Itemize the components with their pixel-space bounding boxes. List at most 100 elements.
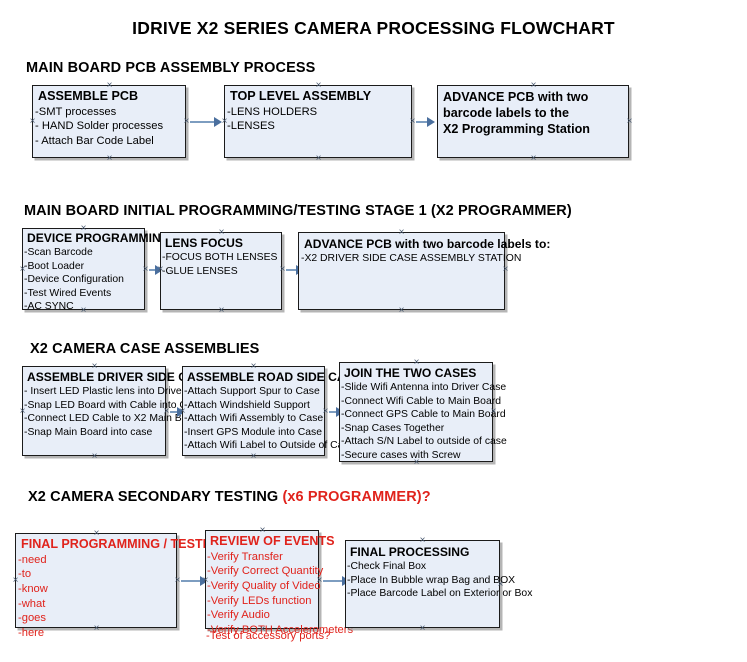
box-title: TOP LEVEL ASSEMBLY <box>230 89 372 103</box>
connection-handle[interactable] <box>249 362 258 371</box>
box-line: -Snap LED Board with Cable into Case <box>24 399 204 411</box>
connection-handle[interactable] <box>90 362 99 371</box>
box-line: -Verify Quality of Video <box>207 579 321 592</box>
box-advance-pcb-programming-station[interactable]: ADVANCE PCB with two barcode labels to t… <box>437 85 629 158</box>
box-line: -AC SYNC <box>24 301 74 313</box>
connection-handle[interactable] <box>489 407 498 416</box>
section-heading-main-board-pcb-assembly: MAIN BOARD PCB ASSEMBLY PROCESS <box>26 60 316 76</box>
connection-handle[interactable] <box>625 117 634 126</box>
connection-handle[interactable] <box>412 458 421 467</box>
connection-handle[interactable] <box>156 265 165 274</box>
box-line: -Check Final Box <box>347 561 427 573</box>
section-heading-x2-camera-case-assemblies: X2 CAMERA CASE ASSEMBLIES <box>30 341 260 357</box>
box-title: JOIN THE TWO CASES <box>344 366 477 380</box>
box-line: -Slide Wifi Antenna into Driver Case <box>341 382 507 394</box>
box-device-programming[interactable]: DEVICE PROGRAMMING -Scan Barcode -Boot L… <box>22 228 171 312</box>
connection-handle[interactable] <box>418 624 427 633</box>
arrow-head-icon <box>214 117 222 127</box>
box-line: -need <box>18 553 47 566</box>
box-line: -GLUE LENSES <box>162 265 238 277</box>
box-line: -what <box>18 597 46 610</box>
box-line: -Connect GPS Cable to Main Board <box>341 409 506 421</box>
connection-handle[interactable] <box>397 228 406 237</box>
box-line: -Verify Correct Quantity <box>207 565 324 578</box>
box-line: -LENS HOLDERS <box>227 105 318 118</box>
box-line: - Insert LED Plastic lens into Driver Ca… <box>24 386 213 398</box>
box-line: - Attach Bar Code Label <box>35 134 154 147</box>
connector-arrow[interactable] <box>286 269 299 271</box>
box-line: -Attach Support Spur to Case <box>184 386 320 398</box>
connection-handle[interactable] <box>314 154 323 163</box>
connector-arrow[interactable] <box>416 121 429 123</box>
connector-arrow[interactable] <box>170 411 180 413</box>
connection-handle[interactable] <box>18 265 27 274</box>
connector-arrow[interactable] <box>323 580 345 582</box>
box-final-programming-testing[interactable]: FINAL PROGRAMMING / TESTING -need -to -k… <box>15 533 225 639</box>
connection-handle[interactable] <box>18 407 27 416</box>
box-final-processing[interactable]: FINAL PROCESSING -Check Final Box -Place… <box>345 540 532 628</box>
box-title: X2 Programming Station <box>443 121 590 136</box>
connection-handle[interactable] <box>529 81 538 90</box>
connection-handle[interactable] <box>217 306 226 315</box>
box-line: -Attach S/N Label to outside of case <box>341 436 507 448</box>
section-heading-text: X2 CAMERA SECONDARY TESTING <box>28 489 283 505</box>
box-line: -Boot Loader <box>24 260 85 272</box>
box-line: -goes <box>18 612 46 625</box>
box-line: -Verify Audio <box>207 609 270 622</box>
box-top-level-assembly[interactable]: TOP LEVEL ASSEMBLY -LENS HOLDERS -LENSES <box>224 85 412 158</box>
connection-handle[interactable] <box>529 154 538 163</box>
box-line: -FOCUS BOTH LENSES <box>162 252 278 264</box>
connection-handle[interactable] <box>92 529 101 538</box>
box-title: barcode labels to the <box>443 105 569 120</box>
connection-handle[interactable] <box>105 154 114 163</box>
connection-handle[interactable] <box>79 224 88 233</box>
box-line: -Verify LEDs function <box>207 594 312 607</box>
page-title: IDRIVE X2 SERIES CAMERA PROCESSING FLOWC… <box>132 18 615 38</box>
connector-arrow[interactable] <box>190 121 216 123</box>
box-title: LENS FOCUS <box>165 236 243 250</box>
connection-handle[interactable] <box>249 452 258 461</box>
connection-handle[interactable] <box>412 358 421 367</box>
connection-handle[interactable] <box>501 265 510 274</box>
box-line: -SMT processes <box>35 105 117 118</box>
connector-arrow[interactable] <box>149 269 157 271</box>
connection-handle[interactable] <box>314 81 323 90</box>
connection-handle[interactable] <box>220 117 229 126</box>
box-title: DEVICE PROGRAMMING <box>27 231 171 245</box>
box-line: -Verify Transfer <box>207 550 283 563</box>
box-advance-pcb-driver-case[interactable]: ADVANCE PCB with two barcode labels to: … <box>298 232 550 310</box>
box-lens-focus[interactable]: LENS FOCUS -FOCUS BOTH LENSES -GLUE LENS… <box>160 232 282 310</box>
connection-handle[interactable] <box>92 624 101 633</box>
connection-handle[interactable] <box>201 576 210 585</box>
box-review-of-events[interactable]: REVIEW OF EVENTS -Verify Transfer -Verif… <box>205 530 353 636</box>
connection-handle[interactable] <box>496 580 505 589</box>
box-line: -LENSES <box>227 120 275 133</box>
connection-handle[interactable] <box>105 81 114 90</box>
box-title: REVIEW OF EVENTS <box>210 534 335 548</box>
connector-arrow[interactable] <box>329 411 339 413</box>
connection-handle[interactable] <box>397 306 406 315</box>
connection-handle[interactable] <box>418 536 427 545</box>
box-line: -Place In Bubble wrap Bag and BOX <box>347 574 516 586</box>
connection-handle[interactable] <box>258 526 267 535</box>
connection-handle[interactable] <box>178 407 187 416</box>
box-assemble-driver-side-case[interactable]: ASSEMBLE DRIVER SIDE CASE - Insert LED P… <box>22 366 213 456</box>
connection-handle[interactable] <box>28 117 37 126</box>
connection-handle[interactable] <box>217 228 226 237</box>
box-line: -Connect LED Cable to X2 Main Board <box>24 413 203 425</box>
box-line: -Device Configuration <box>24 274 124 286</box>
connection-handle[interactable] <box>258 625 267 634</box>
connection-handle[interactable] <box>90 452 99 461</box>
box-line: -to <box>18 568 32 581</box>
box-line: -Attach Windshield Support <box>184 399 310 411</box>
box-line: -Secure cases with Screw <box>341 449 461 461</box>
box-assemble-road-side-case[interactable]: ASSEMBLE ROAD SIDE CASE -Attach Support … <box>182 366 362 456</box>
connection-handle[interactable] <box>11 576 20 585</box>
box-join-the-two-cases[interactable]: JOIN THE TWO CASES -Slide Wifi Antenna i… <box>339 362 507 462</box>
connection-handle[interactable] <box>79 306 88 315</box>
box-assemble-pcb[interactable]: ASSEMBLE PCB -SMT processes - HAND Solde… <box>32 85 186 158</box>
connector-arrow[interactable] <box>181 580 203 582</box>
box-line: -Attach Wifi Assembly to Case <box>184 413 324 425</box>
section-heading-main-board-initial-programming: MAIN BOARD INITIAL PROGRAMMING/TESTING S… <box>24 203 572 219</box>
